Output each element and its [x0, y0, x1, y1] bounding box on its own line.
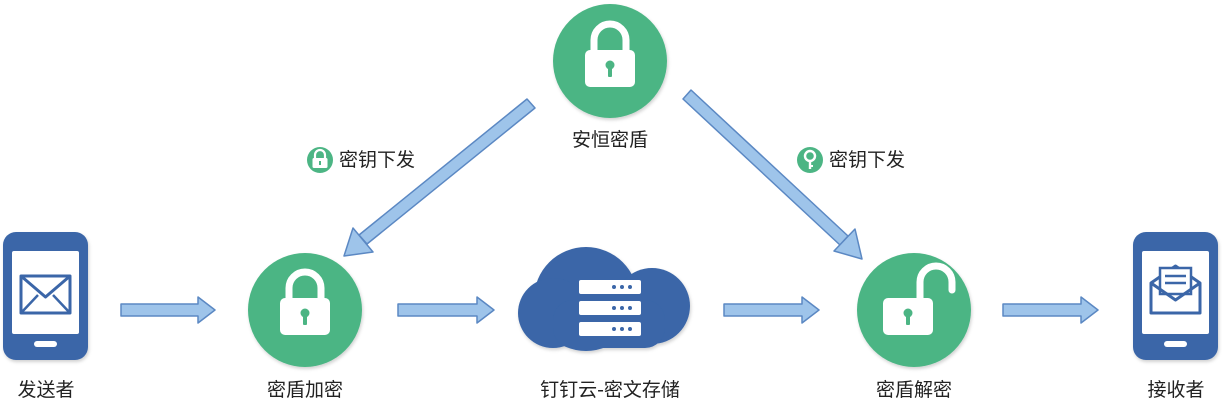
decrypt-label: 密盾解密 — [875, 379, 953, 401]
arrow-key-to-encrypt — [343, 98, 536, 257]
key-to-encrypt-label: 密钥下发 — [339, 149, 416, 171]
cloud-server-icon — [518, 247, 690, 351]
receiver-label: 接收者 — [1147, 379, 1205, 401]
storage-label: 钉钉云-密文存储 — [540, 379, 680, 401]
arrow-encrypt-to-storage — [397, 296, 495, 324]
key-to-decrypt-label: 密钥下发 — [829, 149, 906, 171]
key-badge-icon — [797, 147, 823, 173]
phone-mail-icon — [3, 232, 88, 360]
unlocked-padlock-icon — [883, 262, 956, 335]
keyserver-label: 安恒密盾 — [571, 129, 649, 151]
phone-letter-icon — [1133, 232, 1218, 360]
arrow-key-to-decrypt — [682, 89, 863, 260]
arrow-storage-to-decrypt — [723, 296, 820, 324]
padlock-badge-icon — [307, 147, 333, 173]
sender-label: 发送者 — [17, 379, 75, 401]
locked-padlock-icon — [280, 268, 330, 335]
arrow-sender-to-encrypt — [120, 296, 216, 324]
locked-padlock-icon — [585, 20, 635, 87]
encrypt-label: 密盾加密 — [266, 379, 344, 401]
arrow-decrypt-to-receiver — [1002, 296, 1099, 324]
